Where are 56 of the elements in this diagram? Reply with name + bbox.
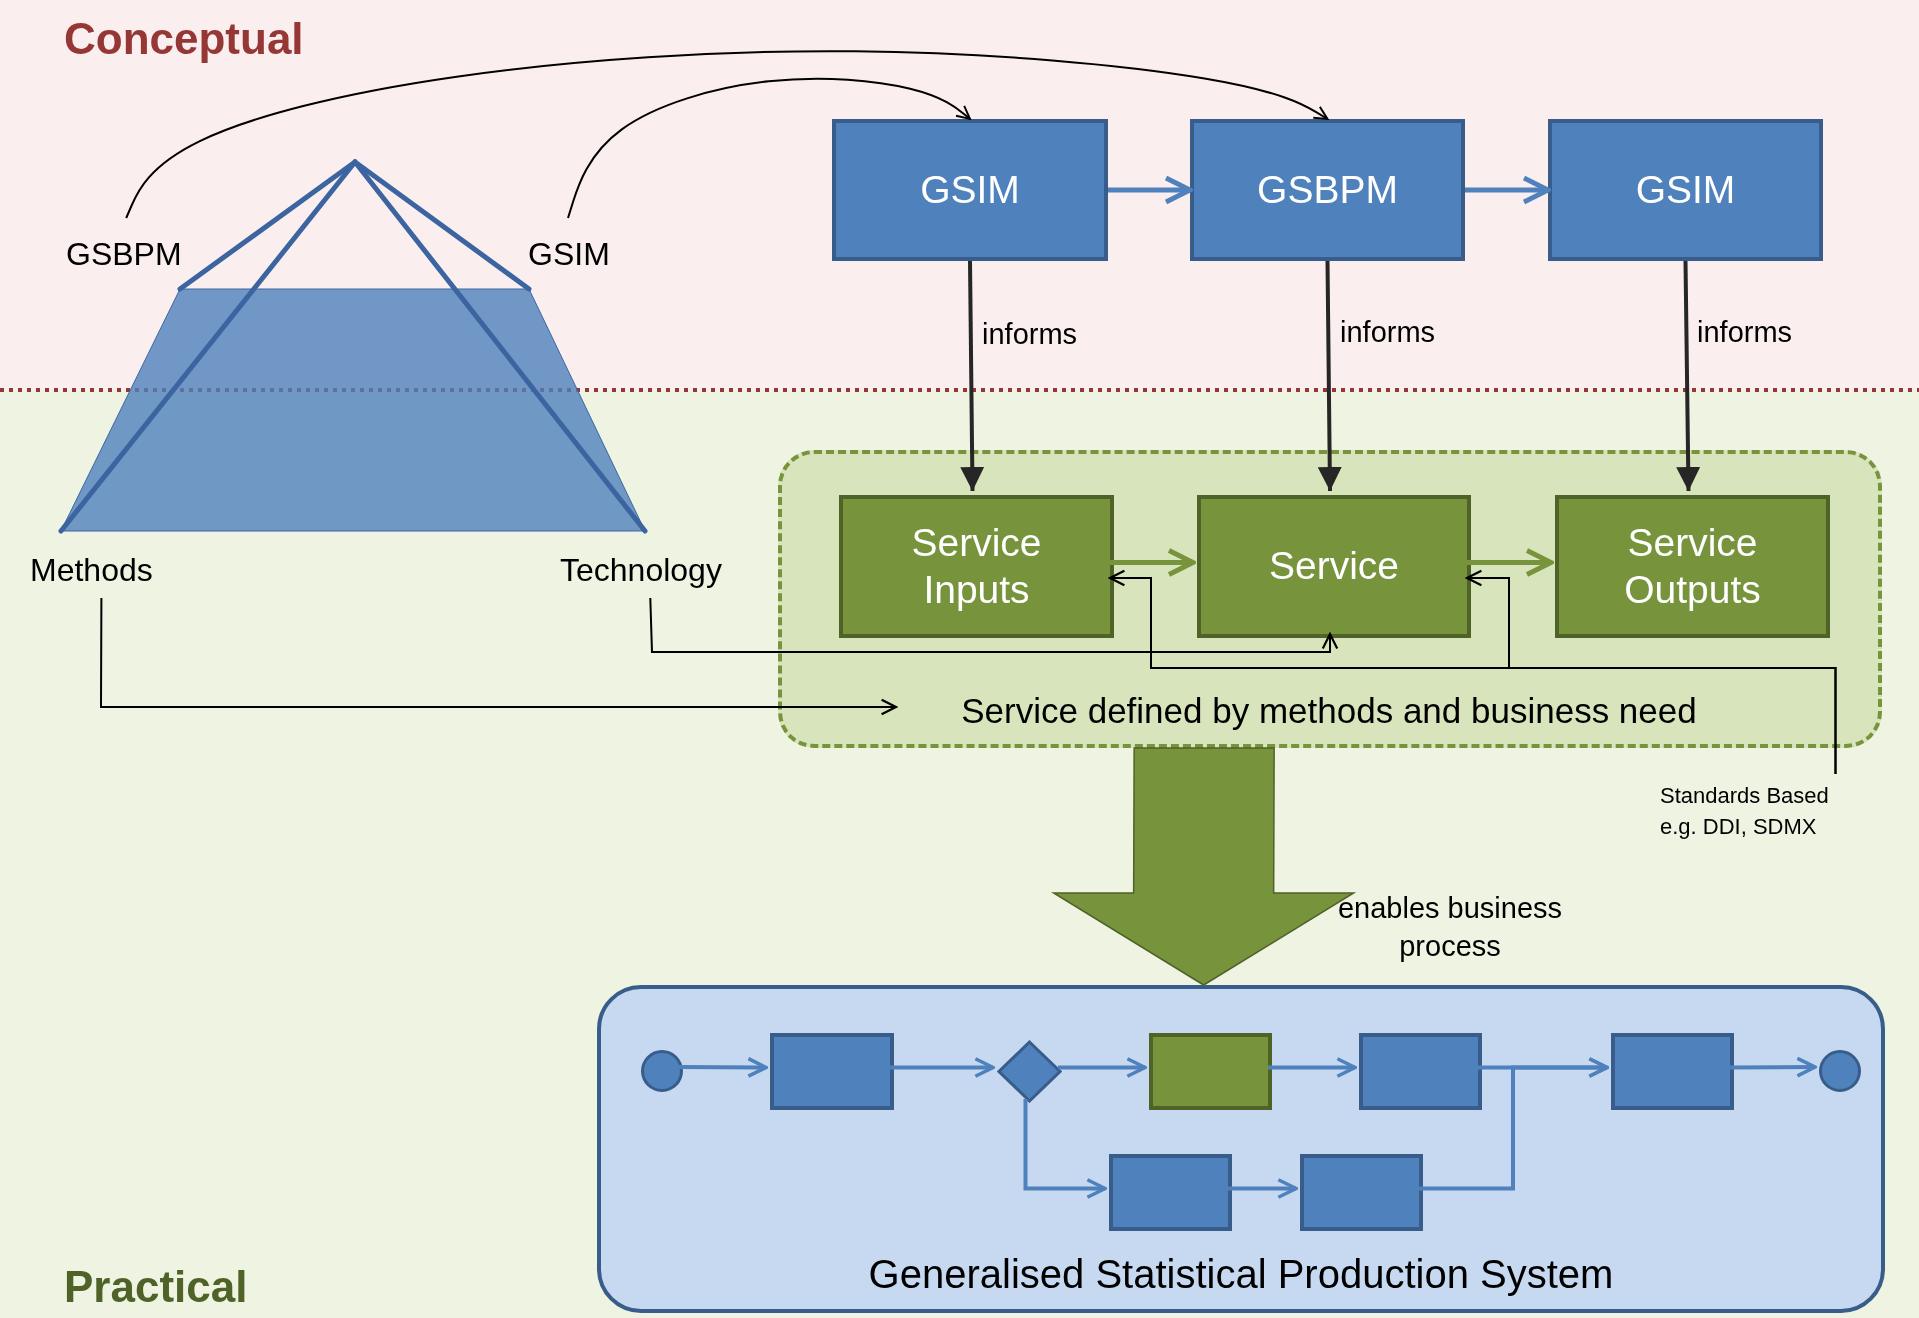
process-box [1149,1033,1272,1110]
process-box [1548,119,1823,261]
section-heading: Practical [64,1262,248,1312]
process-box [832,119,1108,261]
box-label: Service Inputs [910,519,1043,613]
section-heading: Conceptual [64,14,304,64]
edge-label: informs [1340,315,1437,350]
process-box [1300,1154,1423,1231]
process-box [770,1033,894,1110]
curved-arrow [567,77,971,219]
box-label: Service Outputs [1623,519,1762,613]
box-label: GSIM [1635,166,1736,213]
text-label: Technology [560,550,770,590]
arrow [1058,1056,1147,1079]
start-end-circle [1819,1050,1861,1092]
arrow [1023,1099,1107,1200]
block-arrow [1051,747,1357,986]
process-box [1359,1033,1482,1110]
arrow [100,597,898,716]
arrow [1676,260,1701,492]
edge-label: informs [1697,315,1794,350]
process-box [1190,119,1465,261]
arrow [679,1056,768,1078]
arrow [1465,175,1551,205]
container-title: Generalised Statistical Production System [867,1252,1615,1297]
note-text: Standards Based e.g. DDI, SDMX [1660,780,1855,842]
box-label: GSBPM [1257,166,1398,213]
arrow [649,597,1339,653]
arrow [1730,1056,1817,1078]
process-box [1197,495,1471,638]
curved-arrow [125,50,1329,219]
arrow [1268,1056,1357,1079]
text-label: GSIM [528,236,628,272]
arrow [960,260,985,492]
arrow [1108,175,1193,205]
process-box [1109,1154,1232,1231]
box-label: Service [1268,543,1399,590]
arrow [1110,548,1196,577]
arrow [1228,1177,1298,1200]
arrow [1419,1056,1609,1191]
arrow [890,1056,995,1079]
text-label: Methods [30,550,200,590]
process-box [839,495,1114,638]
arrow [1467,548,1554,577]
process-box [1555,495,1830,638]
arrow [1108,569,1837,775]
edge-label: informs [982,317,1079,352]
system-container [597,985,1885,1313]
decision-diamond [997,1040,1062,1103]
start-end-circle [641,1050,683,1092]
process-box [1611,1033,1734,1110]
arrow [1317,260,1342,492]
text-label: GSBPM [66,236,206,272]
box-label: GSIM [920,166,1020,213]
service-container [778,450,1882,748]
edge-label: enables business process [1336,891,1564,964]
